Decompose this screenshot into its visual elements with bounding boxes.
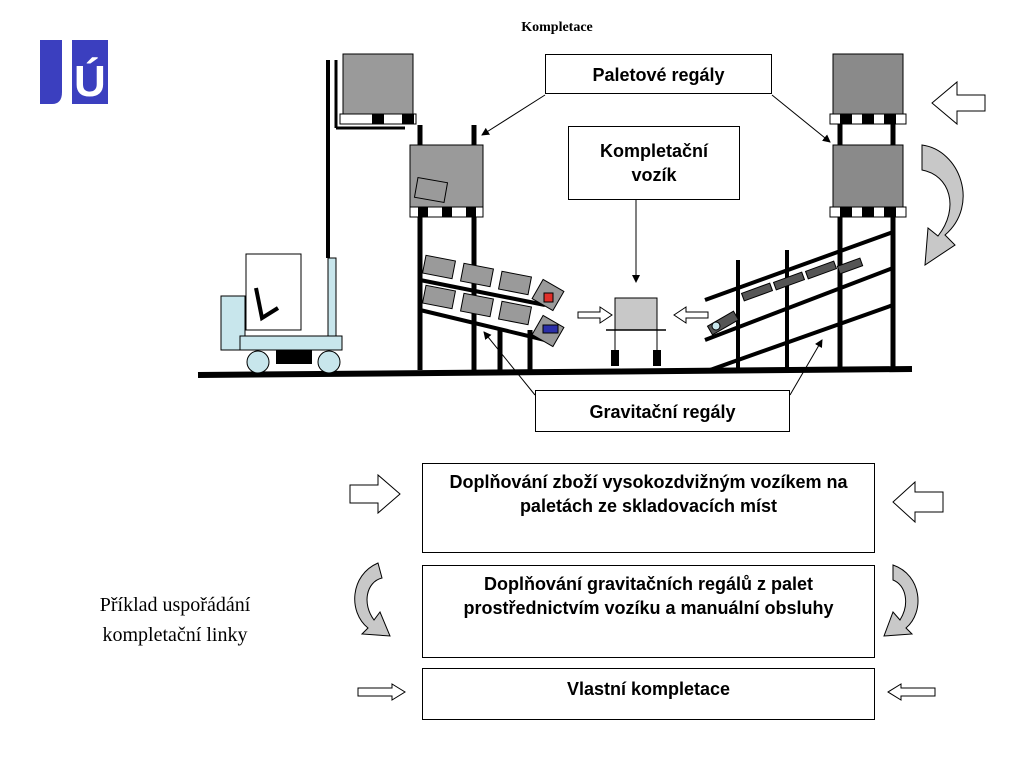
pallet-on-forklift	[339, 53, 417, 125]
caption: Příklad uspořádání kompletační linky	[99, 594, 251, 646]
step1-right-arrow-icon	[892, 480, 944, 524]
pallet-racks-label: Paletové regály	[545, 54, 772, 94]
right-gravity-rack	[704, 230, 894, 372]
step-1-box: Doplňování zboží vysokozdvižným vozíkem …	[422, 463, 875, 553]
floor-line	[197, 366, 913, 378]
forklift	[220, 60, 405, 374]
step-3-box: Vlastní kompletace	[422, 668, 875, 720]
right-pallet-rack	[829, 53, 907, 370]
curved-arrow-icon	[921, 144, 964, 266]
step3-right-arrow-icon	[887, 683, 936, 701]
completion-cart	[577, 297, 709, 366]
logo: ÚŘ	[40, 40, 138, 106]
step3-left-arrow-icon	[357, 683, 406, 701]
left-gravity-rack	[419, 254, 565, 348]
left-pallet-rack	[409, 125, 533, 370]
cart-label: Kompletační vozík	[568, 126, 740, 200]
gravity-racks-label: Gravitační regály	[535, 390, 790, 432]
step2-left-curved-arrow-icon	[354, 562, 391, 637]
page-title: Kompletace	[521, 20, 593, 35]
logo-text: ÚŘ	[74, 56, 138, 106]
step1-left-arrow-icon	[349, 473, 401, 515]
step2-right-curved-arrow-icon	[883, 564, 919, 637]
top-right-hollow-arrow	[931, 80, 986, 126]
step-2-box: Doplňování gravitačních regálů z palet p…	[422, 565, 875, 658]
